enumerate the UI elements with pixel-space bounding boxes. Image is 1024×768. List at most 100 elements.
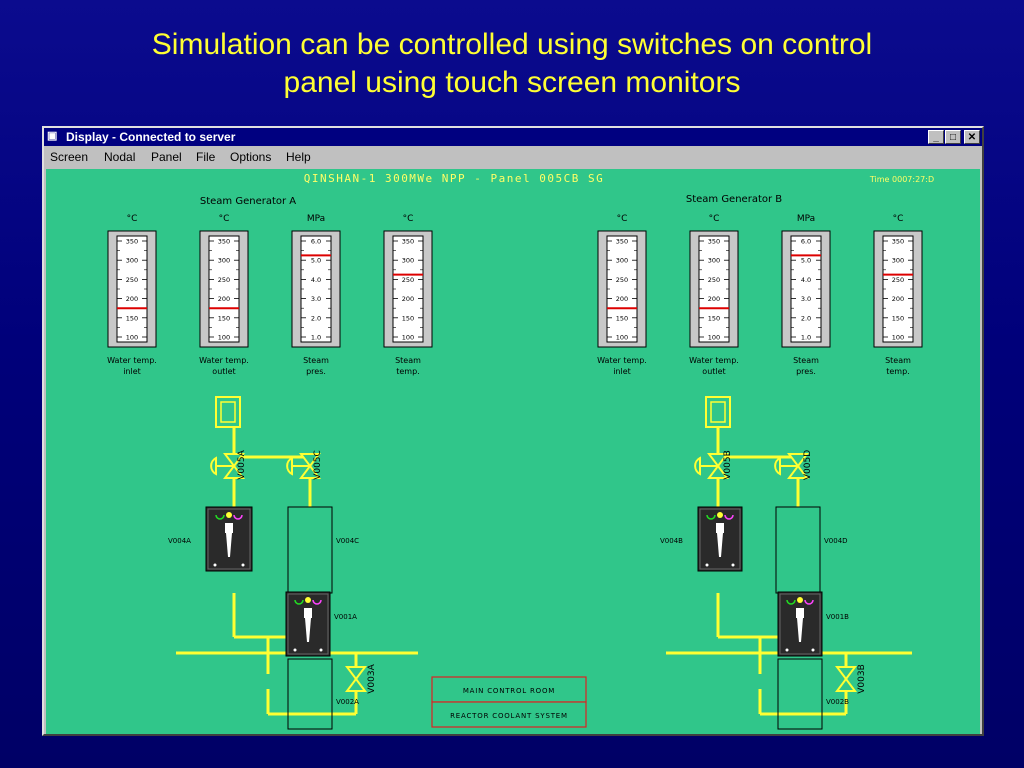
gauge-face xyxy=(300,235,332,343)
gauge-scale-label: 200 xyxy=(892,295,904,303)
gauge-face xyxy=(606,235,638,343)
gauge-scale-label: 150 xyxy=(126,314,138,322)
gauge-unit: °C xyxy=(893,214,904,224)
switch-label-v004b: V004B xyxy=(660,537,683,545)
gauge-scale-label: 350 xyxy=(616,238,628,246)
gauge-scale-label: 300 xyxy=(126,257,138,265)
gauge-label-line1: Water temp. xyxy=(199,356,249,365)
valve-label-v005b: V005B xyxy=(723,450,733,480)
menu-nodal[interactable]: Nodal xyxy=(104,150,136,164)
valve-label-v004c: V004C xyxy=(336,537,359,545)
gauge-label-line2: inlet xyxy=(613,367,631,376)
gauge-scale-label: 150 xyxy=(218,314,230,322)
switch-v004b[interactable] xyxy=(697,506,743,572)
gauge-scale-label: 200 xyxy=(708,295,720,303)
gauge-scale-label: 250 xyxy=(126,276,138,284)
valve-label-v003a: V003A xyxy=(367,663,377,693)
valve-label-v003b: V003B xyxy=(857,664,867,694)
gauge-scale-label: 100 xyxy=(126,334,138,342)
menu-file[interactable]: File xyxy=(196,150,216,164)
gauge-scale-label: 6.0 xyxy=(801,238,811,246)
valve-box-v002b[interactable] xyxy=(777,658,823,730)
valve-v005b-icon[interactable] xyxy=(694,453,729,479)
valve-box-v002a[interactable] xyxy=(287,658,333,730)
gauge-scale-label: 2.0 xyxy=(311,314,321,322)
window-title: Display - Connected to server xyxy=(66,130,236,144)
menu-help[interactable]: Help xyxy=(286,150,311,164)
sim-time: Time 0007:27:D xyxy=(869,175,934,184)
control-panel: QINSHAN-1 300MWe NPP - Panel 005CB SG Ti… xyxy=(46,169,980,734)
gauge-scale-label: 350 xyxy=(708,238,720,246)
slide-title-line1: Simulation can be controlled using switc… xyxy=(151,28,873,61)
nav-main-control-room-button[interactable]: MAIN CONTROL ROOM xyxy=(431,676,587,703)
gauge-scale-label: 300 xyxy=(708,257,720,265)
switch-v001b[interactable] xyxy=(777,591,823,657)
gauge-scale-label: 350 xyxy=(218,238,230,246)
menu-panel[interactable]: Panel xyxy=(151,150,182,164)
nav-reactor-coolant-system-label: REACTOR COOLANT SYSTEM xyxy=(450,712,568,720)
gauge-label-line1: Water temp. xyxy=(689,356,739,365)
gauge-face xyxy=(392,235,424,343)
window-controls: _□✕ xyxy=(927,130,980,144)
gauge-scale-label: 250 xyxy=(708,276,720,284)
gauge-scale-label: 100 xyxy=(708,334,720,342)
gauge-scale-label: 200 xyxy=(402,295,414,303)
gauge-unit: °C xyxy=(709,214,720,224)
gauge-scale-label: 100 xyxy=(218,334,230,342)
gauge-scale-label: 5.0 xyxy=(311,257,321,265)
app-icon[interactable]: ▣ xyxy=(47,130,58,142)
gauge-unit: MPa xyxy=(307,214,325,224)
gauge-scale-label: 300 xyxy=(892,257,904,265)
gauge-scale-label: 150 xyxy=(892,314,904,322)
valve-label-v002b: V002B xyxy=(826,698,849,706)
valve-v003a-icon[interactable] xyxy=(345,666,367,692)
nav-main-control-room-label: MAIN CONTROL ROOM xyxy=(463,687,555,695)
gauge-scale-label: 5.0 xyxy=(801,257,811,265)
switch-label-v004a: V004A xyxy=(168,537,191,545)
valve-box-v004c[interactable] xyxy=(287,506,333,594)
valve-box-v004d[interactable] xyxy=(775,506,821,594)
gauge-scale-label: 200 xyxy=(218,295,230,303)
steam-outlet-a xyxy=(215,396,241,428)
gauge-scale-label: 4.0 xyxy=(311,276,321,284)
valve-v005d-icon[interactable] xyxy=(774,453,809,479)
valve-label-v002a: V002A xyxy=(336,698,359,706)
window-titlebar[interactable]: ▣ Display - Connected to server _□✕ xyxy=(44,128,982,146)
switch-v001a[interactable] xyxy=(285,591,331,657)
gauge-scale-label: 3.0 xyxy=(801,295,811,303)
valve-label-v004d: V004D xyxy=(824,537,848,545)
switch-v004a[interactable] xyxy=(205,506,253,572)
valve-v005c-icon[interactable] xyxy=(286,453,321,479)
menu-options[interactable]: Options xyxy=(230,150,272,164)
minimize-button[interactable]: _ xyxy=(928,130,944,144)
gauge-scale-label: 6.0 xyxy=(311,238,321,246)
valve-v005a-icon[interactable] xyxy=(210,453,245,479)
gauge-label-line1: Water temp. xyxy=(597,356,647,365)
gauge-label-line1: Steam xyxy=(395,356,421,365)
gauge-scale-label: 100 xyxy=(616,334,628,342)
gauge-label-line2: outlet xyxy=(702,367,725,376)
valve-label-v005a: V005A xyxy=(237,449,247,479)
menu-screen[interactable]: Screen xyxy=(50,150,89,164)
slide-title-line2: panel using touch screen monitors xyxy=(283,66,741,99)
close-button[interactable]: ✕ xyxy=(964,130,980,144)
gauge-scale-label: 1.0 xyxy=(801,334,811,342)
gauge-scale-label: 2.0 xyxy=(801,314,811,322)
gauge-scale-label: 150 xyxy=(402,314,414,322)
gauge-scale-label: 100 xyxy=(892,334,904,342)
nav-reactor-coolant-system-button[interactable]: REACTOR COOLANT SYSTEM xyxy=(431,701,587,728)
maximize-button[interactable]: □ xyxy=(945,130,961,144)
steam-outlet-b xyxy=(705,396,731,428)
gauge-face xyxy=(790,235,822,343)
panel-diagram: QINSHAN-1 300MWe NPP - Panel 005CB SG Ti… xyxy=(107,172,934,730)
valve-v003b-icon[interactable] xyxy=(835,666,857,692)
gauge-face xyxy=(208,235,240,343)
gauge-scale-label: 200 xyxy=(126,295,138,303)
gauge-face xyxy=(698,235,730,343)
